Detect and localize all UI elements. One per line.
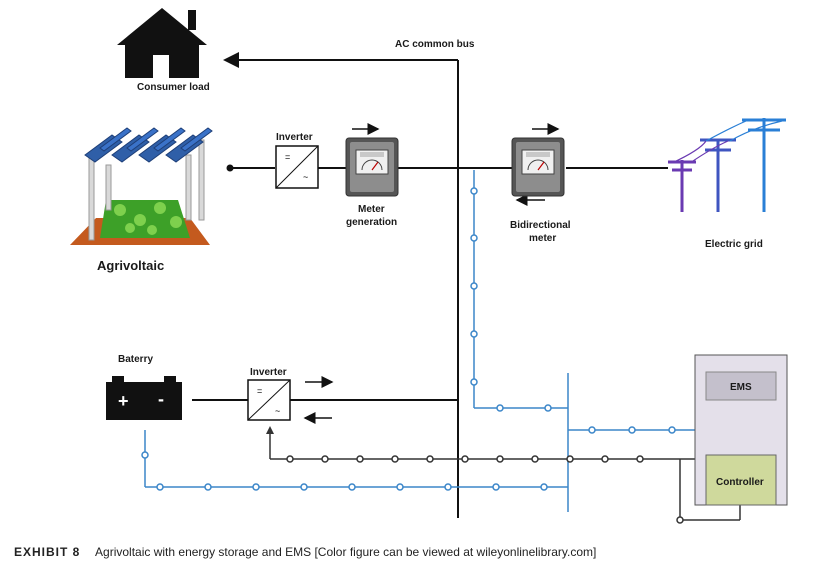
bidirectional-meter-label-1: Bidirectional xyxy=(510,220,571,231)
inverter-bottom-icon: = ~ xyxy=(247,379,291,421)
inverter-bottom-label: Inverter xyxy=(250,367,287,378)
ac-bus-label: AC common bus xyxy=(395,39,475,50)
agrivoltaic-icon xyxy=(70,127,213,245)
figure-caption: EXHIBIT 8 Agrivoltaic with energy storag… xyxy=(14,545,596,559)
ems-label: EMS xyxy=(730,382,752,393)
meter-generation-icon xyxy=(345,137,399,197)
battery-label: Baterry xyxy=(118,354,153,365)
electric-grid-icon xyxy=(668,118,786,212)
agrivoltaic-label: Agrivoltaic xyxy=(97,258,164,273)
pv-output-node xyxy=(226,164,234,172)
controller-label: Controller xyxy=(716,477,764,488)
consumer-load-label: Consumer load xyxy=(137,82,210,93)
svg-text:=: = xyxy=(285,152,290,162)
ems-box xyxy=(694,354,788,506)
svg-text:+: + xyxy=(118,391,129,411)
control-lines xyxy=(269,428,741,521)
svg-text:-: - xyxy=(158,389,164,409)
inverter-top-icon: = ~ xyxy=(275,145,319,189)
comm-lines xyxy=(144,170,695,512)
meter-generation-label-2: generation xyxy=(346,217,397,228)
svg-text:=: = xyxy=(257,386,262,396)
agrivoltaic-system-diagram: Consumer load AC common bus Agrivolta xyxy=(70,8,788,524)
meter-generation-label-1: Meter xyxy=(358,204,385,215)
svg-text:~: ~ xyxy=(275,406,280,416)
bidirectional-meter-icon xyxy=(511,137,565,197)
electric-grid-label: Electric grid xyxy=(705,239,763,250)
battery-icon: + - xyxy=(106,376,182,420)
control-nodes xyxy=(286,455,684,524)
bidirectional-meter-label-2: meter xyxy=(529,233,556,244)
power-lines xyxy=(192,52,668,518)
caption-text: Agrivoltaic with energy storage and EMS … xyxy=(95,545,597,559)
svg-text:~: ~ xyxy=(303,172,308,182)
caption-tag: EXHIBIT 8 xyxy=(14,545,81,559)
direction-arrows xyxy=(303,123,560,424)
inverter-control-arrow xyxy=(266,426,274,434)
house-icon xyxy=(117,8,207,78)
comm-nodes xyxy=(141,187,676,491)
inverter-top-label: Inverter xyxy=(276,132,313,143)
